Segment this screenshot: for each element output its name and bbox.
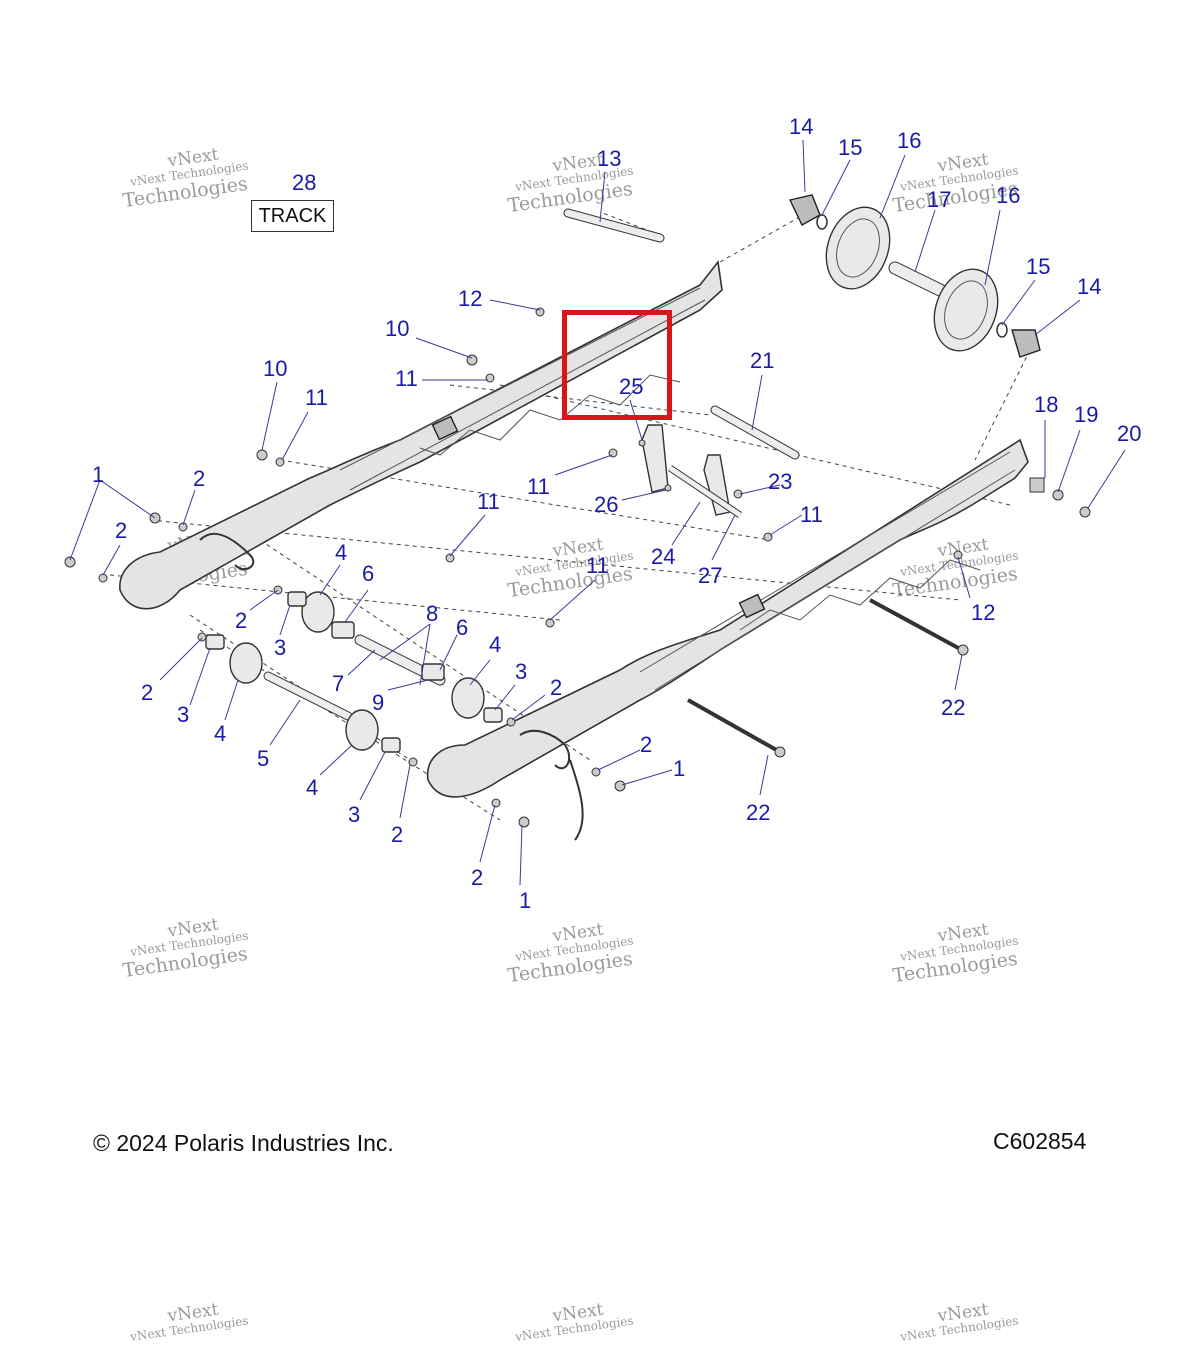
callout: 3 <box>274 635 286 660</box>
track-label-number: 28 <box>292 170 316 195</box>
callout: 11 <box>477 489 500 514</box>
callout: 1 <box>519 888 531 913</box>
track-label-text: TRACK <box>258 204 327 227</box>
callout: 4 <box>306 775 318 800</box>
callout: 4 <box>489 632 501 657</box>
callout: 10 <box>385 316 409 341</box>
callout: 25 <box>619 374 643 399</box>
wheels <box>205 194 1041 753</box>
callout: 6 <box>362 561 374 586</box>
callout: 2 <box>193 466 205 491</box>
callout: 24 <box>651 544 675 569</box>
callout: 18 <box>1034 392 1058 417</box>
callout: 2 <box>235 608 247 633</box>
callout: 11 <box>800 502 823 527</box>
fasteners <box>64 307 1091 828</box>
callout: 11 <box>305 385 328 410</box>
callout: 13 <box>597 146 621 171</box>
callout: 21 <box>750 348 774 373</box>
callout: 22 <box>941 695 965 720</box>
left-rail <box>119 260 723 610</box>
callout: 23 <box>768 469 792 494</box>
callout: 9 <box>372 690 384 715</box>
callout: 16 <box>996 183 1020 208</box>
callout: 2 <box>391 822 403 847</box>
callout: 15 <box>1026 254 1050 279</box>
callout: 19 <box>1074 402 1098 427</box>
callout: 22 <box>746 800 770 825</box>
callout: 3 <box>348 802 360 827</box>
callout: 3 <box>177 702 189 727</box>
callout: 1 <box>673 756 685 781</box>
callout: 11 <box>586 553 609 578</box>
callout: 7 <box>332 671 344 696</box>
callout: 14 <box>1077 274 1101 299</box>
callout: 20 <box>1117 421 1141 446</box>
callout: 12 <box>971 600 995 625</box>
callout: 1 <box>92 462 104 487</box>
callout: 2 <box>115 518 127 543</box>
center-bracket <box>641 424 742 518</box>
shafts <box>263 208 963 754</box>
callout: 10 <box>263 356 287 381</box>
callout: 11 <box>527 474 550 499</box>
callout: 12 <box>458 286 482 311</box>
highlight-box-25 <box>562 310 672 420</box>
leader-lines <box>69 139 1126 886</box>
callout: 14 <box>789 114 813 139</box>
callout: 2 <box>471 865 483 890</box>
callout: 2 <box>141 680 153 705</box>
callout: 6 <box>456 615 468 640</box>
callout: 15 <box>838 135 862 160</box>
callout: 3 <box>515 659 527 684</box>
callout: 2 <box>550 675 562 700</box>
callout: 4 <box>214 721 226 746</box>
callout: 27 <box>698 563 722 588</box>
callout: 8 <box>426 601 438 626</box>
callout: 2 <box>640 732 652 757</box>
copyright-text: © 2024 Polaris Industries Inc. <box>93 1130 394 1156</box>
right-rail <box>426 438 1029 841</box>
diagram-code: C602854 <box>993 1128 1087 1154</box>
callout: 16 <box>897 128 921 153</box>
callout: 4 <box>335 540 347 565</box>
track-label-box: TRACK <box>251 200 334 232</box>
callout: 26 <box>594 492 618 517</box>
callout: 11 <box>395 366 418 391</box>
callouts: 1 1 1 1 2 2 2 2 2 2 2 2 3 3 3 3 4 4 4 4 … <box>92 114 1141 913</box>
callout: 17 <box>927 187 951 212</box>
callout: 5 <box>257 746 269 771</box>
